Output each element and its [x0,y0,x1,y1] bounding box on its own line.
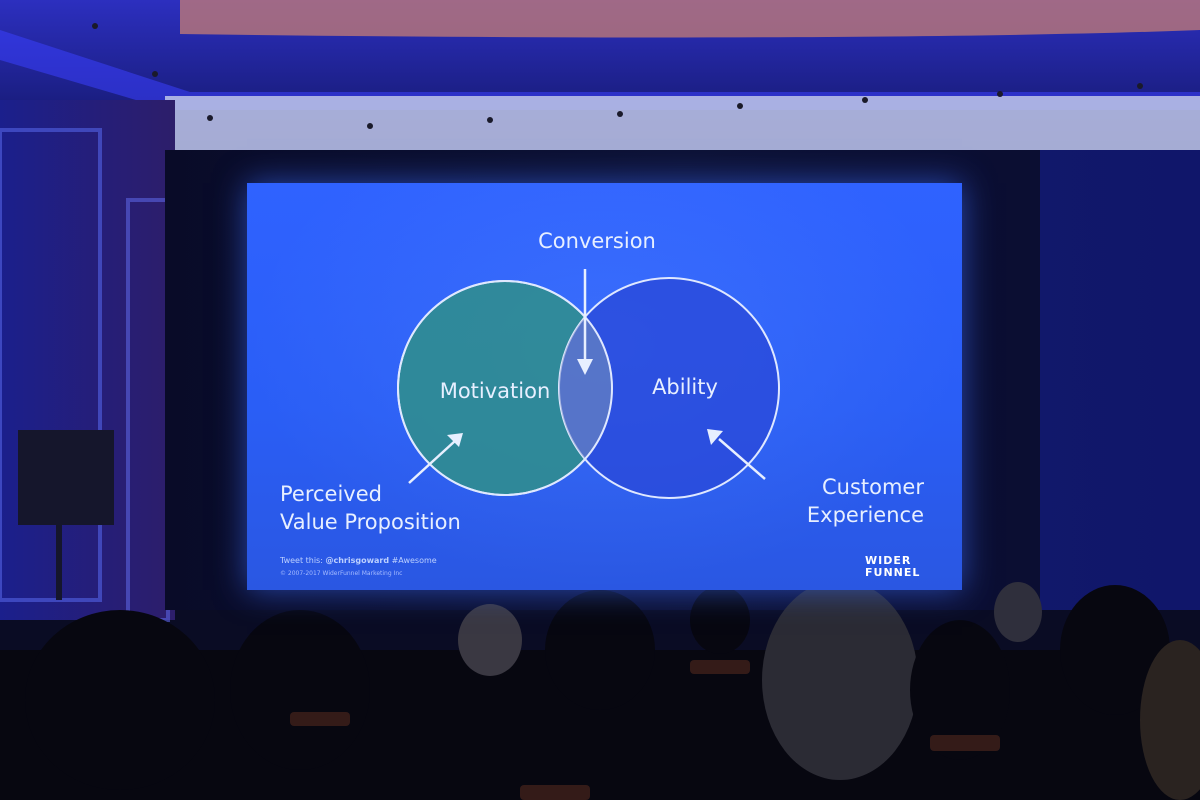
curtain-right-glow [1040,150,1200,610]
customer-experience-line-1: Customer [821,475,924,499]
perceived-value-line-1: Perceived [280,482,382,506]
perceived-value-label: Perceived Value Proposition [280,480,520,536]
motivation-label: Motivation [439,379,551,403]
logo-line-2: FUNNEL [865,566,921,579]
customer-experience-line-2: Experience [806,503,924,527]
copyright-footer: © 2007-2017 WiderFunnel Marketing Inc [280,570,403,577]
perceived-value-arrow [408,433,463,484]
left-wall [0,100,175,620]
tweet-handle: @chrisgoward [325,556,390,565]
ceiling-downlights [92,23,1143,129]
projected-slide: Conversion Motivation Ability Perceived … [247,183,962,590]
chair-backs [290,660,1000,800]
audience-silhouettes [0,580,1200,800]
ceiling-cove-light [180,0,1200,38]
tweet-prefix: Tweet this: [280,556,323,565]
tweet-footer: Tweet this: @chrisgoward #Awesome [280,556,437,565]
customer-experience-arrow [707,429,766,480]
ability-label: Ability [652,375,718,399]
conversion-label: Conversion [538,229,656,253]
perceived-value-line-2: Value Proposition [280,510,461,534]
speaker-stand [56,525,62,600]
conversion-arrow [577,269,593,375]
wall-panel-frame [0,128,102,602]
customer-experience-label: Customer Experience [764,473,924,529]
motivation-circle-outline [397,280,613,496]
widerfunnel-logo: WIDER FUNNEL [865,555,925,585]
venn-diagram [397,269,780,499]
tweet-hashtag: #Awesome [391,556,437,565]
ceiling-panel [165,96,1200,154]
logo-line-1: WIDER [865,554,912,567]
loudspeaker [18,430,114,525]
